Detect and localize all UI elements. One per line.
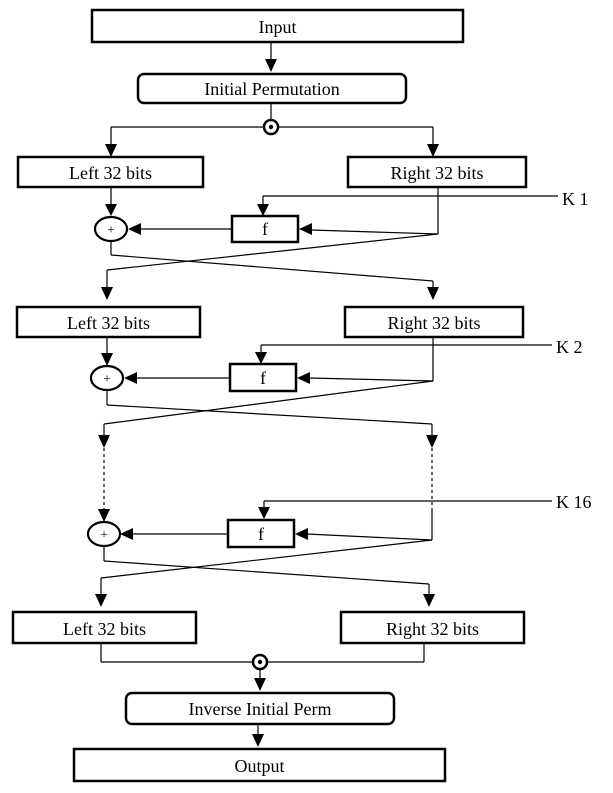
right-block-round-1: Right 32 bits (346, 155, 528, 189)
cross-line (106, 404, 433, 425)
arrow-left-icon (297, 372, 310, 384)
arrow-left-icon (120, 528, 133, 540)
arrow-down-icon (254, 678, 266, 691)
xor-symbol: + (100, 527, 107, 542)
arrow-down-icon (98, 435, 110, 448)
cross-line (110, 254, 434, 282)
cross-line (103, 560, 430, 585)
f-function-round-1: f (230, 214, 300, 244)
connector (306, 533, 433, 541)
inverse-initial-perm-label: Inverse Initial Perm (189, 699, 332, 719)
arrow-left-icon (128, 223, 141, 235)
input-label: Input (259, 17, 297, 37)
arrow-down-icon (426, 435, 438, 448)
left-block-label: Left 32 bits (69, 163, 152, 183)
arrow-down-icon (427, 144, 439, 157)
arrow-left-icon (124, 372, 137, 384)
right-block-label: Right 32 bits (386, 619, 479, 639)
right-block-final: Right 32 bits (339, 610, 526, 645)
arrow-down-icon (101, 287, 113, 300)
inverse-initial-perm-node: Inverse Initial Perm (124, 691, 396, 726)
left-block-label: Left 32 bits (63, 619, 146, 639)
arrow-down-icon (105, 204, 117, 216)
arrow-down-icon (95, 594, 107, 607)
left-block-round-2: Left 32 bits (15, 305, 202, 339)
arrow-left-icon (299, 223, 312, 235)
arrow-down-icon (252, 734, 264, 747)
arrow-down-icon (427, 287, 439, 300)
junction-dot-icon (257, 659, 263, 665)
left-block-final: Left 32 bits (11, 610, 198, 645)
cross-line (103, 380, 434, 425)
junction-dot-icon (268, 124, 274, 130)
f-label: f (260, 368, 266, 388)
arrow-down-icon (265, 59, 277, 72)
output-label: Output (234, 756, 284, 776)
cross-line (100, 539, 433, 579)
initial-permutation-node: Initial Permutation (136, 72, 408, 105)
arrow-down-icon (105, 144, 117, 157)
key-16-label: K 16 (556, 492, 592, 512)
arrow-down-icon (101, 353, 113, 366)
arrow-down-icon (423, 594, 435, 607)
right-block-label: Right 32 bits (387, 313, 480, 333)
f-function-round-2: f (228, 362, 298, 393)
right-block-label: Right 32 bits (390, 163, 483, 183)
connector (308, 377, 434, 382)
left-block-round-1: Left 32 bits (16, 155, 205, 189)
xor-symbol: + (103, 371, 110, 386)
input-node: Input (90, 8, 465, 44)
left-block-label: Left 32 bits (67, 313, 150, 333)
cross-line (106, 233, 439, 271)
arrow-down-icon (255, 352, 267, 364)
arrow-down-icon (257, 204, 269, 216)
f-function-round-16: f (226, 518, 296, 549)
f-label: f (258, 524, 264, 544)
arrow-left-icon (295, 528, 308, 540)
right-block-round-2: Right 32 bits (343, 305, 525, 339)
key-2-label: K 2 (556, 337, 583, 357)
initial-permutation-label: Initial Permutation (204, 79, 339, 99)
key-1-label: K 1 (562, 189, 589, 209)
xor-symbol: + (107, 222, 114, 237)
xor-round-16: + (86, 520, 122, 548)
xor-round-1: + (93, 215, 129, 243)
arrow-down-icon (98, 509, 110, 522)
output-node: Output (72, 747, 447, 783)
connector (310, 229, 439, 235)
xor-round-2: + (89, 364, 125, 392)
arrow-down-icon (258, 507, 270, 519)
f-label: f (262, 219, 268, 239)
